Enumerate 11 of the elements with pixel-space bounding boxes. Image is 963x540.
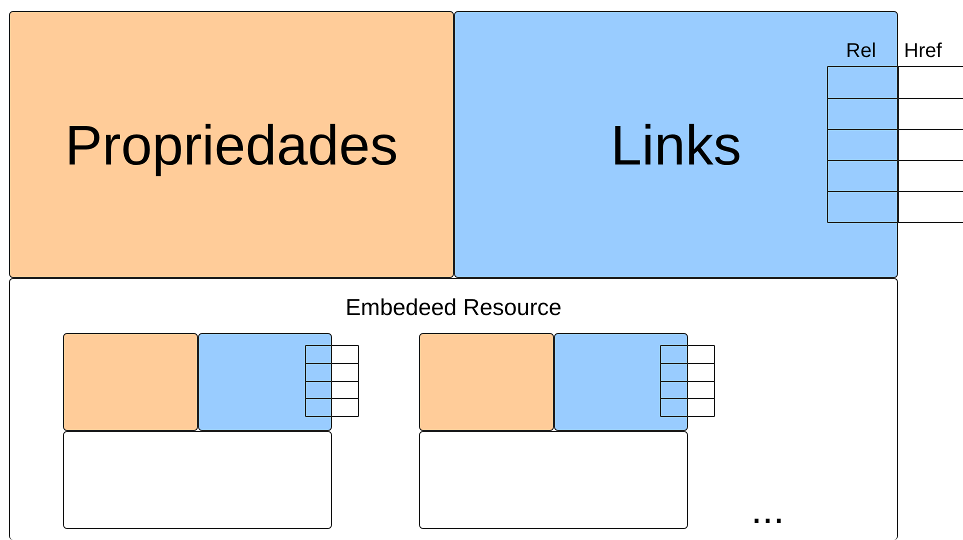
- empty-box: [63, 431, 332, 529]
- column-header: Href: [904, 40, 942, 63]
- section-box: [9, 11, 454, 278]
- empty-box: [419, 431, 688, 529]
- box-title: Propriedades: [64, 112, 398, 177]
- box-title: Links: [610, 112, 742, 177]
- section-box: [454, 11, 898, 278]
- ellipsis-text: ...: [751, 488, 784, 533]
- column-header: Rel: [846, 40, 876, 63]
- box-title: Embedeed Resource: [345, 294, 562, 321]
- container-panel: [9, 278, 898, 540]
